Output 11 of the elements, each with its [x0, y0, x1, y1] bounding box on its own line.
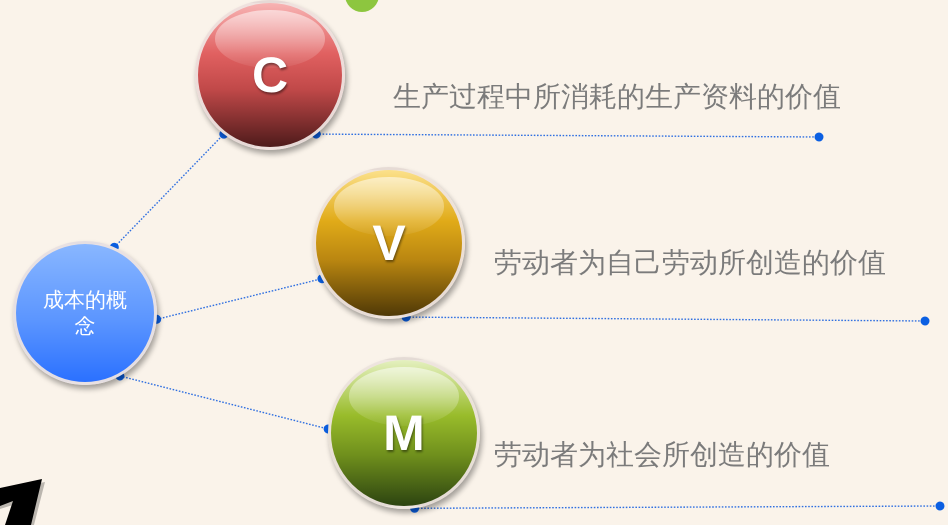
dotted-connector: [410, 502, 944, 513]
dotted-connector: [110, 130, 228, 252]
letter-label: M: [383, 404, 425, 463]
description-text: 劳动者为自己劳动所创造的价值: [494, 246, 886, 280]
letter-circle: [195, 0, 345, 150]
letter-label: C: [252, 46, 288, 105]
description-text: 生产过程中所消耗的生产资料的价值: [393, 80, 841, 114]
letter-label: V: [372, 214, 406, 273]
node-label: 成本的概念: [42, 286, 128, 340]
description-text: 劳动者为社会所创造的价值: [494, 438, 830, 472]
dotted-connector: [312, 130, 824, 142]
